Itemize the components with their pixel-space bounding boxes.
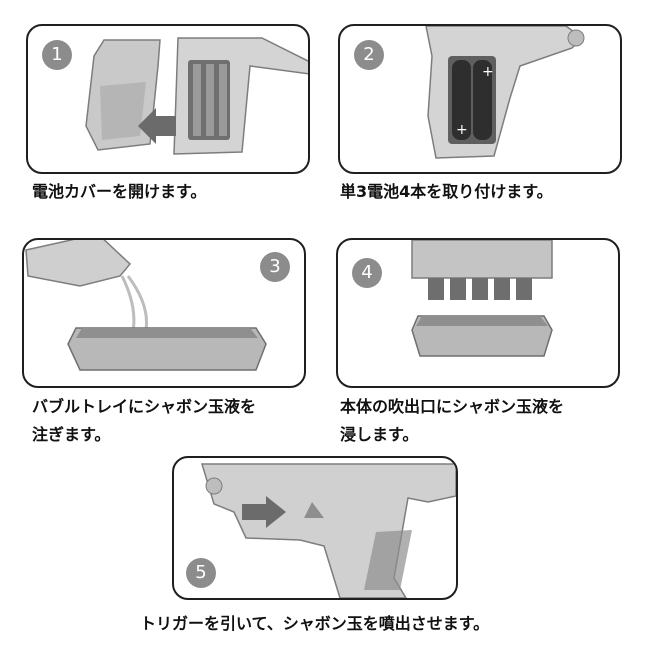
pour-solution-illustration [25,240,267,371]
step-4-panel: 4 [336,238,620,388]
bubble-tray-icon [67,327,267,371]
arrow-right-icon [242,496,286,528]
bottle-icon [25,240,132,287]
step-4-caption-line2: 浸します。 [340,425,419,444]
battery-install-illustration: + + [425,26,585,159]
step-2-caption: 単3電池4本を取り付けます。 [340,182,553,201]
step-1-caption: 電池カバーを開けます。 [32,182,207,201]
step-number-badge: 5 [186,558,216,588]
gun-icon [200,463,456,598]
step-4-caption: 本体の吹出口にシャボン玉液を 浸します。 [340,393,564,449]
battery-icon [452,60,471,140]
trigger-illustration [200,463,456,598]
step-5-caption: トリガーを引いて、シャボン玉を噴出させます。 [140,614,490,633]
arrow-left-icon [138,108,176,144]
step-3-caption: バブルトレイにシャボン玉液を 注ぎます。 [32,393,256,449]
step-3-caption-line2: 注ぎます。 [32,425,111,444]
step-3-caption-line1: バブルトレイにシャボン玉液を [32,397,257,416]
svg-text:+: + [482,64,494,80]
step-number-badge: 2 [354,40,384,70]
step-2-panel: + + 2 [338,24,622,174]
dip-nozzles-illustration [411,240,553,357]
svg-text:+: + [456,122,468,138]
step-number-badge: 1 [42,40,72,70]
step-number-badge: 4 [352,258,382,288]
battery-icon [473,60,492,140]
step-number-badge: 3 [260,252,290,282]
step-3-panel: 3 [22,238,306,388]
step-5-panel: 5 [172,456,458,600]
step-4-caption-line1: 本体の吹出口にシャボン玉液を [340,397,565,416]
step-1-panel: 1 [26,24,310,174]
battery-cover-illustration [85,37,308,155]
